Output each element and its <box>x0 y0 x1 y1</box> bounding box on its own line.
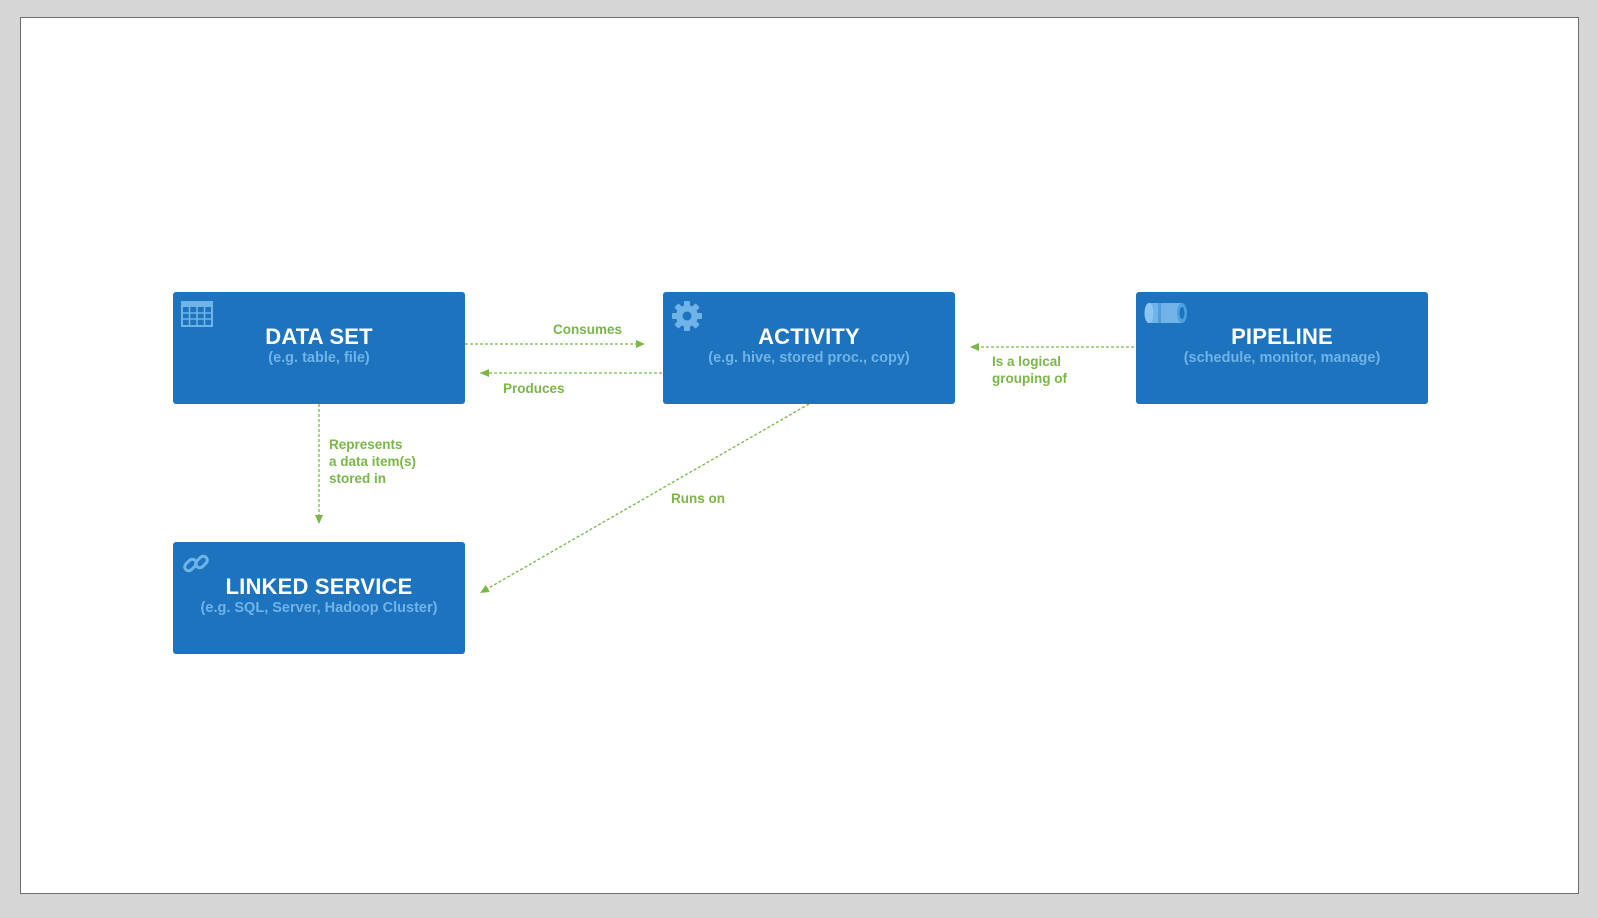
edge-runs-on <box>479 403 810 594</box>
activity-subtitle: (e.g. hive, stored proc., copy) <box>708 350 910 366</box>
represents-label: Represents a data item(s) stored in <box>329 437 417 486</box>
logical-grouping-label: Is a logical grouping of <box>992 354 1067 386</box>
pipeline-node[interactable]: PIPELINE (schedule, monitor, manage) <box>1136 292 1428 404</box>
runs-on-label: Runs on <box>671 491 725 506</box>
produces-label: Produces <box>503 381 565 396</box>
diagram-canvas <box>20 17 1579 894</box>
pipeline-subtitle: (schedule, monitor, manage) <box>1183 350 1381 366</box>
pipeline-title: PIPELINE <box>1231 324 1333 349</box>
activity-node[interactable]: ACTIVITY (e.g. hive, stored proc., copy) <box>663 292 955 404</box>
linked-service-title: LINKED SERVICE <box>225 574 413 599</box>
consumes-label: Consumes <box>553 322 623 337</box>
dataset-subtitle: (e.g. table, file) <box>268 350 370 366</box>
activity-title: ACTIVITY <box>758 324 860 349</box>
link-chain-icon <box>181 549 211 584</box>
pipe-icon <box>1144 300 1190 331</box>
table-grid-icon <box>181 301 213 332</box>
dataset-node[interactable]: DATA SET (e.g. table, file) <box>173 292 465 404</box>
dataset-title: DATA SET <box>265 324 373 349</box>
gear-icon <box>671 300 703 337</box>
linked-service-node[interactable]: LINKED SERVICE (e.g. SQL, Server, Hadoop… <box>173 542 465 654</box>
linked-service-subtitle: (e.g. SQL, Server, Hadoop Cluster) <box>200 600 438 616</box>
